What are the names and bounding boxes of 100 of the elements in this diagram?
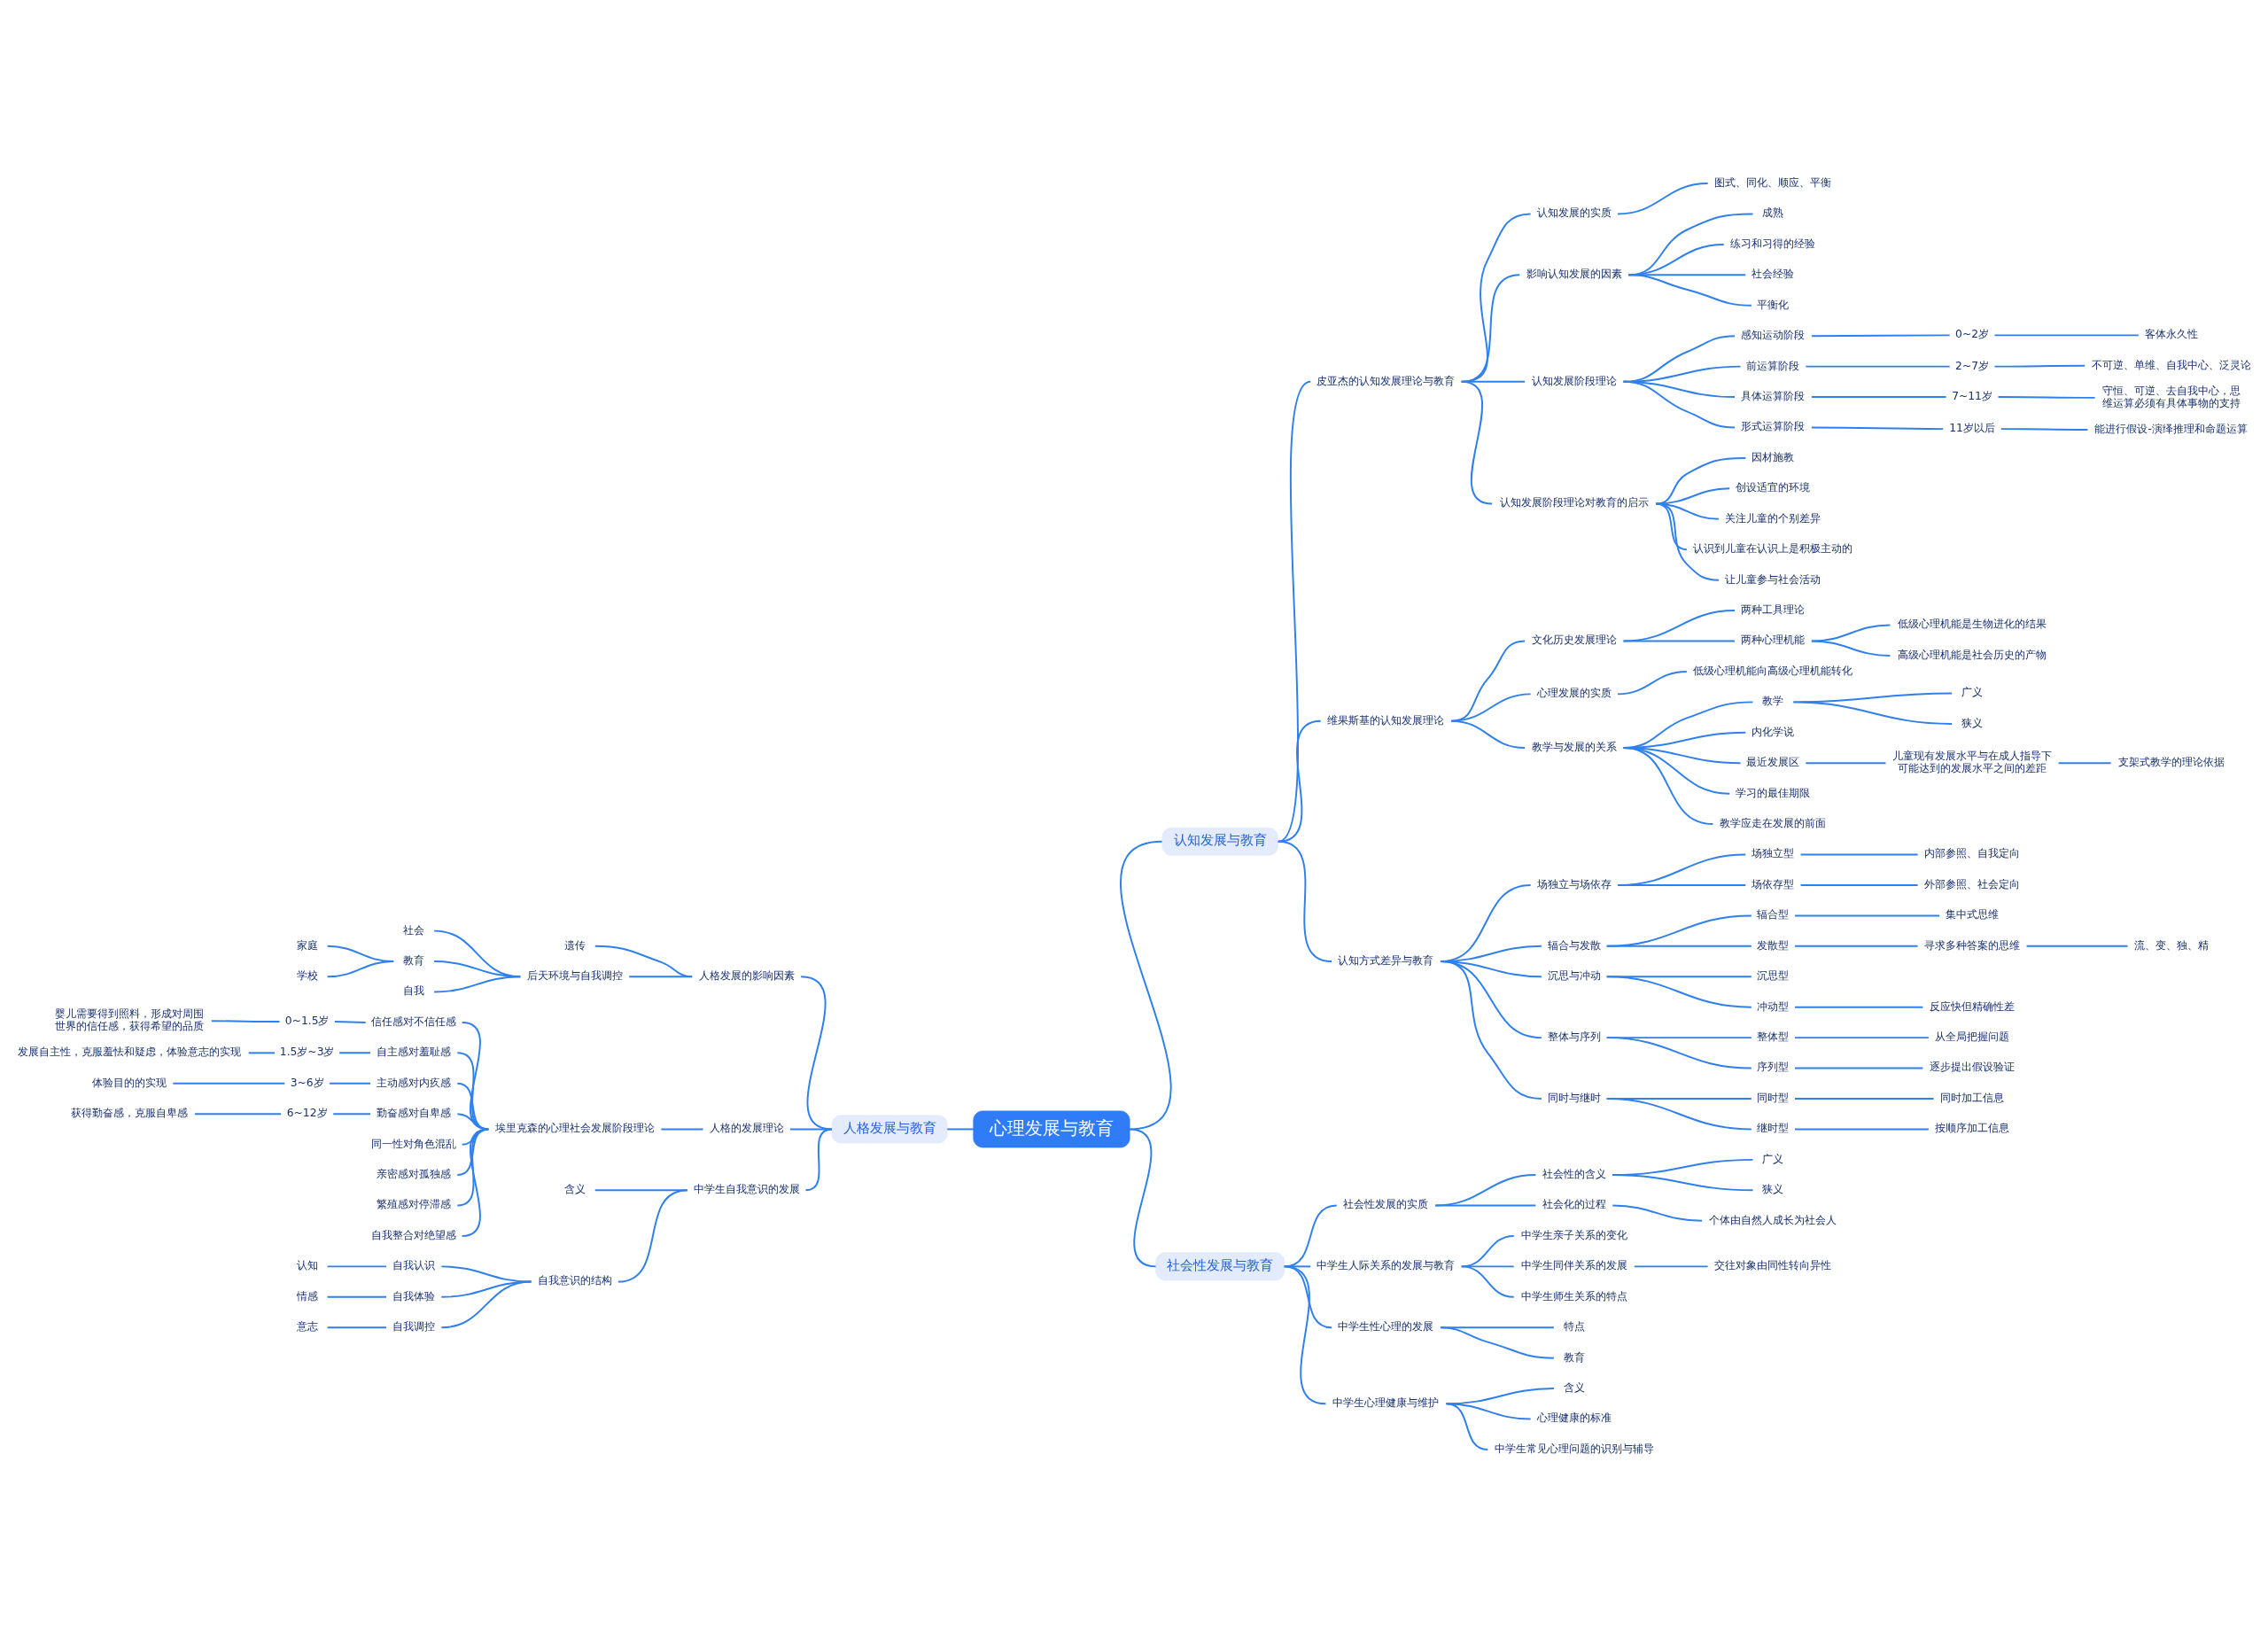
node-text: 同时型 xyxy=(1757,1091,1790,1104)
node-text: 让儿童参与社会活动 xyxy=(1725,572,1821,586)
node-text: 广义 xyxy=(1961,686,1984,699)
connector xyxy=(329,1082,371,1085)
node-text: 亲密感对孤独感 xyxy=(377,1167,452,1180)
connector xyxy=(1622,380,1736,429)
node-text: 人格发展的影响因素 xyxy=(698,969,795,983)
connector xyxy=(2057,762,2112,765)
node-text: 客体永久性 xyxy=(2144,328,2198,341)
connector xyxy=(1277,840,1332,963)
node-text: 中学生自我意识的发展 xyxy=(693,1183,800,1196)
connector xyxy=(1450,719,1526,749)
node-text: 图式、同化、顺应、平衡 xyxy=(1714,175,1832,189)
node-text: 中学生同伴关系的发展 xyxy=(1520,1259,1627,1272)
node-text: 社会性的含义 xyxy=(1542,1167,1606,1180)
node-text: 广义 xyxy=(1762,1152,1784,1165)
connector xyxy=(1810,426,1945,431)
connector xyxy=(594,945,694,978)
connector xyxy=(456,1113,490,1131)
connector xyxy=(1794,1098,1935,1100)
connector xyxy=(628,976,694,978)
node-text: 同时与继时 xyxy=(1547,1091,1601,1104)
node-text: 6~12岁 xyxy=(286,1107,328,1120)
node-text: 集中式思维 xyxy=(1946,908,2000,921)
node-text: 儿童现有发展水平与在成人指导下可能达到的发展水平之间的差距 xyxy=(1892,750,2053,775)
node-text: 冲动型 xyxy=(1757,999,1790,1013)
node-text: 情感 xyxy=(296,1289,318,1303)
connector xyxy=(1633,1265,1709,1268)
connector xyxy=(1810,624,1891,642)
node-text: 逐步提出假设验证 xyxy=(1930,1061,2016,1074)
node-text: 辐合型 xyxy=(1757,908,1790,921)
node-text: 0~2岁 xyxy=(1955,328,1990,341)
node-text: 1.5岁~3岁 xyxy=(279,1046,335,1059)
connector xyxy=(946,1128,975,1131)
node-text: 平衡化 xyxy=(1757,298,1790,311)
connector xyxy=(1794,1067,1924,1069)
node-text: 意志 xyxy=(296,1320,318,1334)
node-text: 主动感对内疚感 xyxy=(377,1076,452,1089)
connector xyxy=(456,1128,490,1207)
connector xyxy=(456,1052,490,1131)
node-text: 教学 xyxy=(1762,695,1784,708)
connector xyxy=(1612,1204,1704,1222)
node-text: 成熟 xyxy=(1762,206,1784,220)
connector xyxy=(433,976,522,993)
connector xyxy=(2000,428,2089,431)
node-text: 体验目的的实现 xyxy=(92,1076,167,1089)
connector xyxy=(1605,976,1752,1008)
node-text: 整体型 xyxy=(1757,1030,1790,1043)
node-box: 认知发展与教育 xyxy=(1161,827,1278,856)
node-text: 社会经验 xyxy=(1751,268,1795,281)
connector xyxy=(326,1295,387,1298)
node-text: 11岁以后 xyxy=(1949,422,1995,434)
node-text: 场依存型 xyxy=(1751,877,1795,890)
connector xyxy=(2025,945,2129,947)
node-text: 低级心理机能是生物进化的结果 xyxy=(1898,618,2047,631)
connector xyxy=(1997,396,2096,399)
node-text: 关注儿童的个别差异 xyxy=(1725,511,1821,525)
node-text: 中学生师生关系的特点 xyxy=(1520,1289,1627,1303)
node-text: 具体运算阶段 xyxy=(1741,389,1806,402)
node-text: 前运算阶段 xyxy=(1746,359,1800,372)
node-text: 维果斯基的认知发展理论 xyxy=(1327,713,1445,727)
node-text: 整体与序列 xyxy=(1547,1030,1601,1043)
connector xyxy=(1622,747,1714,826)
connector xyxy=(1617,183,1709,215)
node-text: 场独立与场依存 xyxy=(1536,877,1612,890)
node-text: 遗传 xyxy=(563,938,586,952)
node-text: 中学生人际关系的发展与教育 xyxy=(1317,1259,1456,1272)
node-text: 反应快但精确性差 xyxy=(1930,999,2016,1013)
node-text: 同时加工信息 xyxy=(1940,1091,2005,1104)
node-text: 2~7岁 xyxy=(1955,359,1990,372)
connector xyxy=(461,1128,490,1237)
node-text: 皮亚杰的认知发展理论与教育 xyxy=(1317,374,1456,387)
node-text: 信任感对不信任感 xyxy=(371,1015,457,1028)
node-text: 两种工具理论 xyxy=(1741,603,1806,616)
connector xyxy=(440,1280,532,1329)
node-text: 认识到儿童在认识上是积极主动的 xyxy=(1693,542,1853,556)
node-text: 心理健康的标准 xyxy=(1536,1411,1612,1425)
node-text: 后天环境与自我调控 xyxy=(526,969,623,983)
connector xyxy=(1439,1326,1555,1359)
node-text: 3~6岁 xyxy=(290,1076,324,1089)
connector xyxy=(1993,334,2140,337)
node-text: 因材施教 xyxy=(1751,450,1795,463)
node-text: 按顺序加工信息 xyxy=(1935,1122,2010,1135)
connector xyxy=(210,1020,281,1023)
node-text: 教育 xyxy=(1563,1350,1585,1364)
node-text: 个体由自然人成长为社会人 xyxy=(1709,1213,1837,1226)
connector xyxy=(338,1052,371,1054)
node-text: 影响认知发展的因素 xyxy=(1526,268,1622,281)
connector xyxy=(1460,1265,1515,1298)
node-text: 学习的最佳期限 xyxy=(1736,786,1811,799)
node-text: 特点 xyxy=(1563,1320,1585,1334)
connector xyxy=(1434,1174,1537,1207)
node-text: 社会性发展的实质 xyxy=(1343,1198,1429,1211)
node-text: 0~1.5岁 xyxy=(284,1014,330,1027)
connector xyxy=(1605,1037,1752,1069)
connector xyxy=(1794,1006,1924,1008)
node-text: 中学生性心理的发展 xyxy=(1338,1320,1434,1334)
node-text: 埃里克森的心理社会发展阶段理论 xyxy=(494,1122,655,1135)
node-text: 教学与发展的关系 xyxy=(1531,740,1617,753)
connector xyxy=(1794,1128,1930,1131)
